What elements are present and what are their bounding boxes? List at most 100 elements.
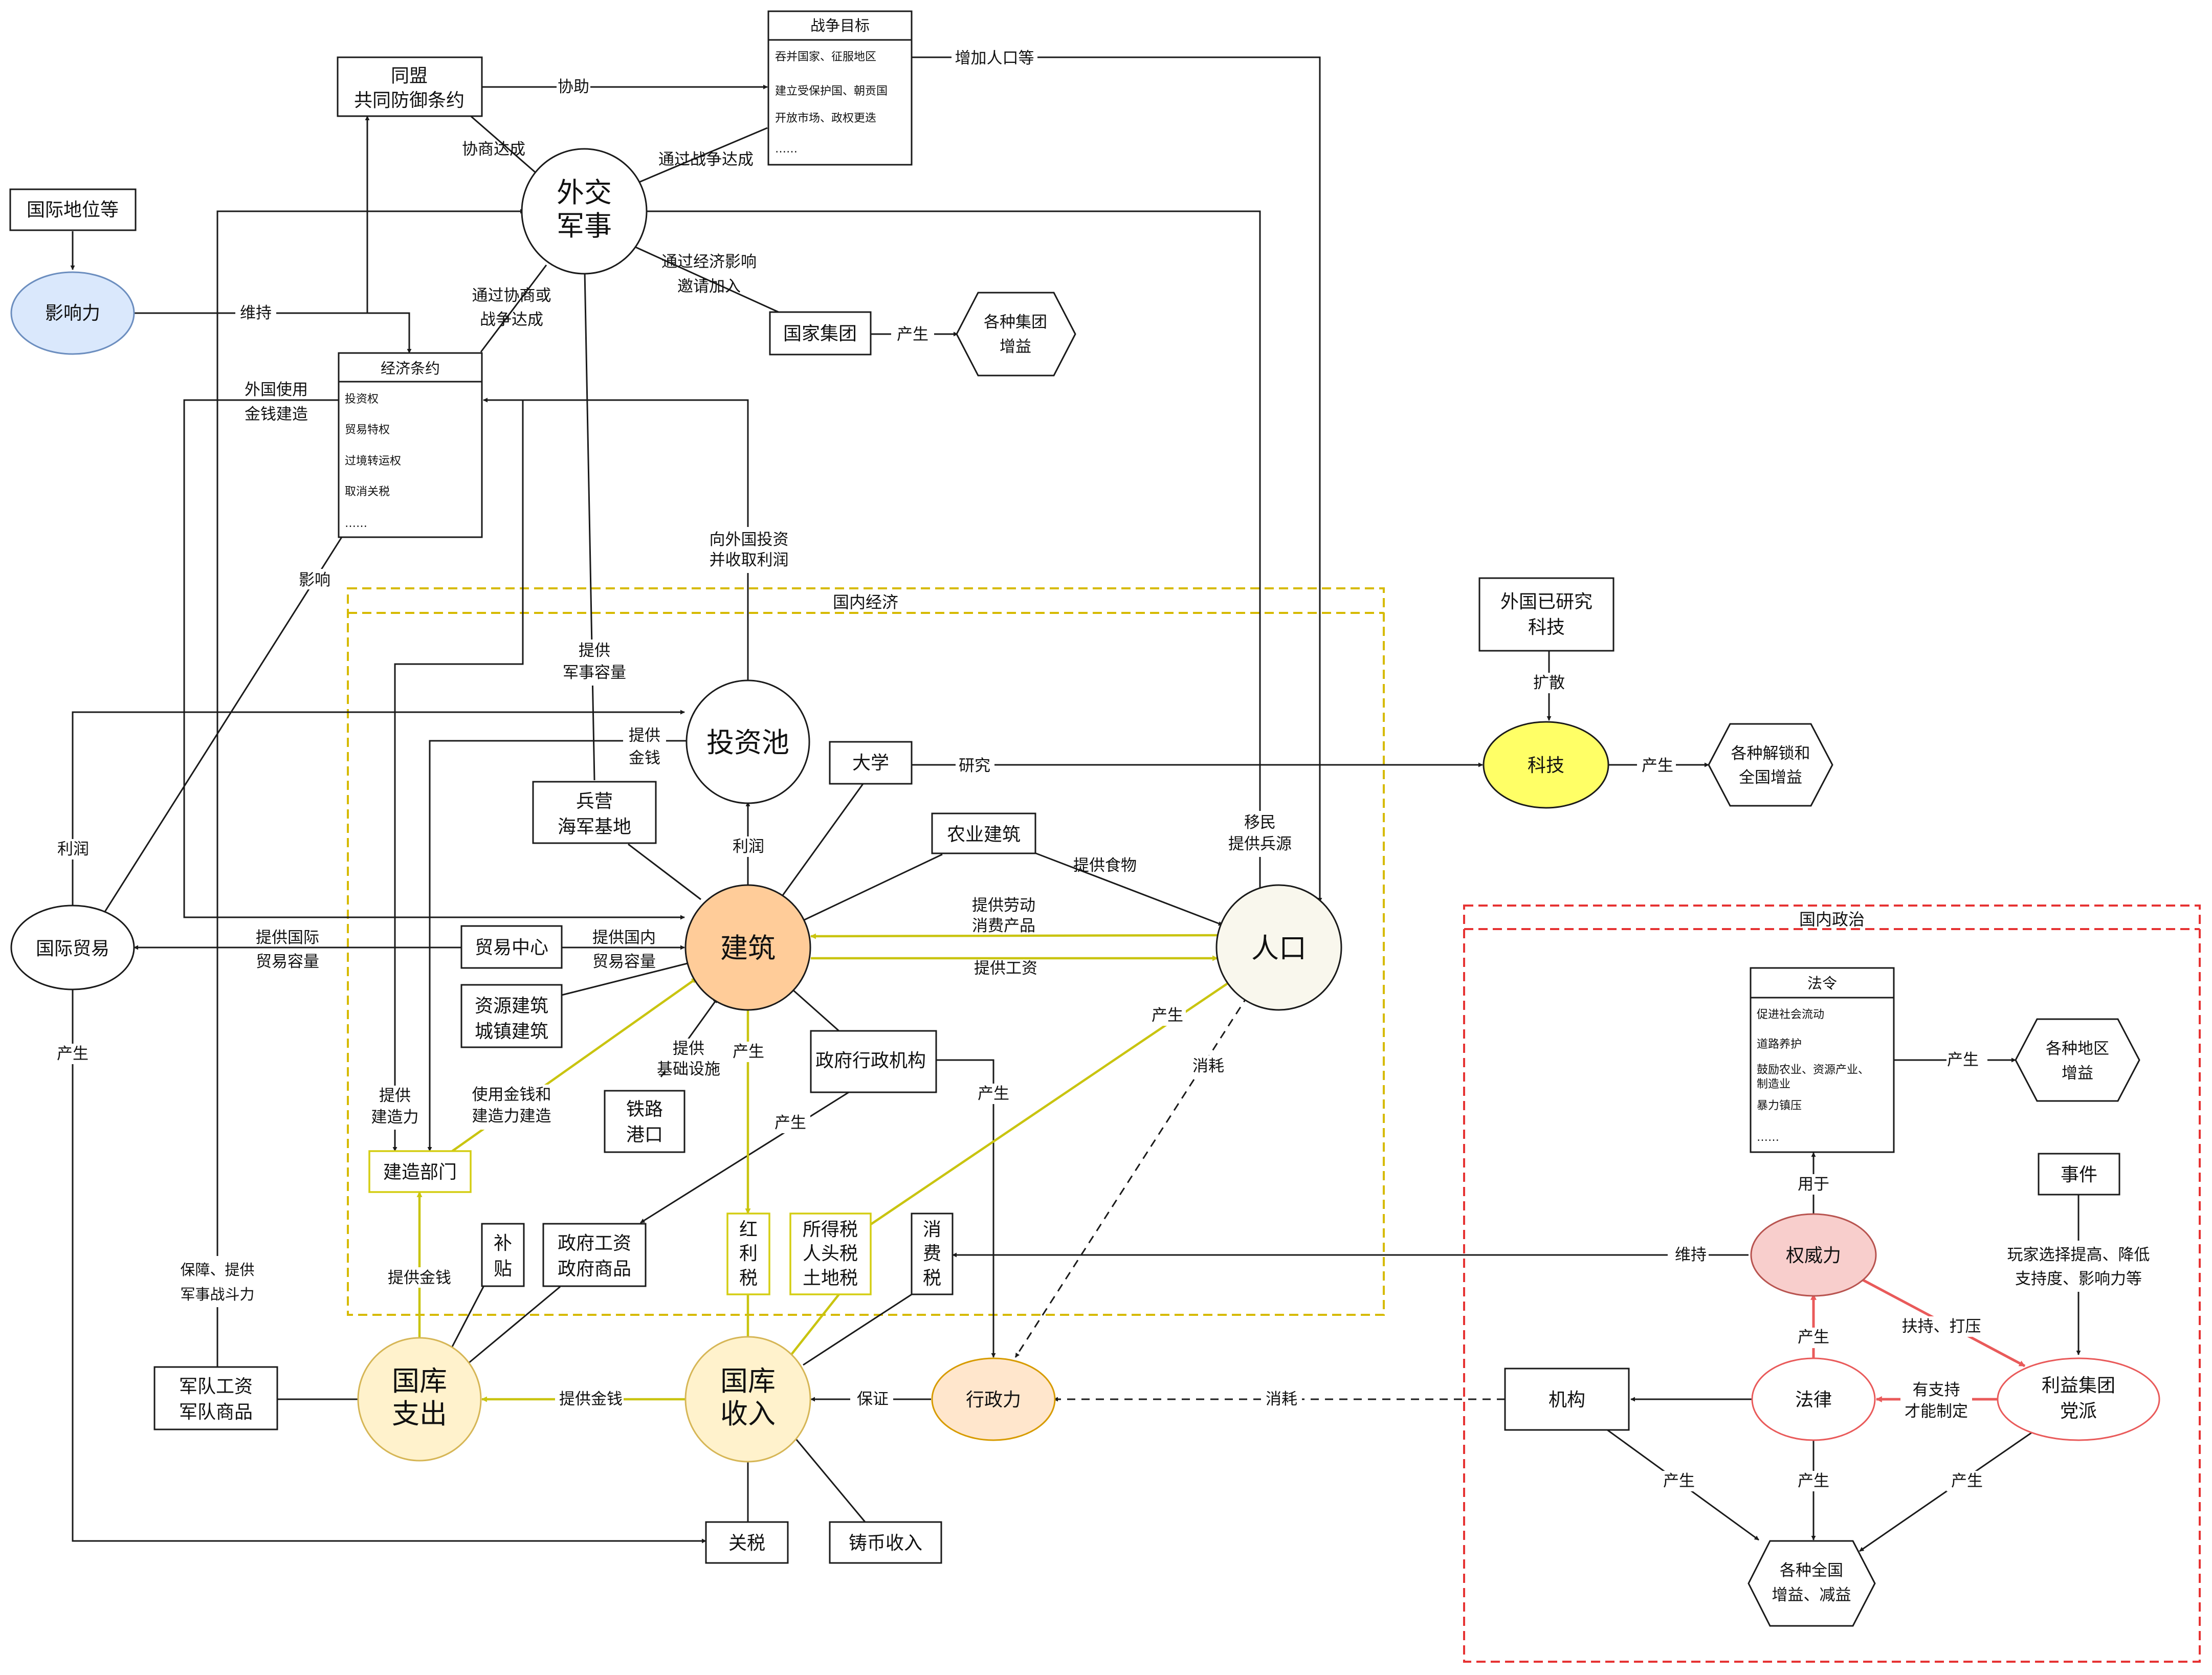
node-zhubi[interactable]: 铸币收入 bbox=[829, 1521, 942, 1564]
svg-text:机构: 机构 bbox=[1549, 1390, 1585, 1410]
edge-label-zhanzheng: 通过战争达成 bbox=[658, 150, 754, 169]
node-maoyi-zhongxin[interactable]: 贸易中心 bbox=[460, 925, 563, 969]
svg-text:共同防御条约: 共同防御条约 bbox=[354, 90, 464, 111]
svg-text:消: 消 bbox=[923, 1219, 941, 1240]
edge-label-xieshang: 协商达成 bbox=[462, 140, 525, 159]
svg-text:政府工资: 政府工资 bbox=[558, 1233, 631, 1254]
node-guojia-jituan[interactable]: 国家集团 bbox=[769, 311, 872, 356]
node-hongli-shui[interactable]: 红 利 税 bbox=[726, 1213, 770, 1295]
edge-label-jingji-1: 通过经济影响 bbox=[661, 253, 757, 271]
faling-item: 制造业 bbox=[1757, 1078, 1790, 1091]
node-quanweili[interactable]: 权威力 bbox=[1750, 1213, 1877, 1297]
svg-text:兵营: 兵营 bbox=[576, 791, 613, 812]
edge-label-weichi: 维持 bbox=[240, 304, 272, 322]
svg-text:大学: 大学 bbox=[852, 753, 889, 774]
node-jundui[interactable]: 军队工资 军队商品 bbox=[153, 1366, 278, 1430]
node-zhanzheng-mubiao[interactable]: 战争目标 吞并国家、征服地区 建立受保护国、朝贡国 开放市场、政权更迭 …… bbox=[767, 10, 913, 166]
svg-text:各种地区: 各种地区 bbox=[2046, 1040, 2109, 1058]
node-jigou[interactable]: 机构 bbox=[1504, 1368, 1630, 1431]
edge-label-tongguo-xieshang-1: 通过协商或 bbox=[472, 286, 551, 305]
edge-label-xiezhu: 协助 bbox=[558, 78, 589, 96]
node-guoji-maoyi[interactable]: 国际贸易 bbox=[10, 905, 135, 990]
node-zhengfu-gongzi[interactable]: 政府工资 政府商品 bbox=[542, 1223, 647, 1287]
node-jituan-zengyi[interactable]: 各种集团 增益 bbox=[956, 292, 1076, 377]
node-nongye[interactable]: 农业建筑 bbox=[931, 812, 1036, 854]
node-tielu[interactable]: 铁路 港口 bbox=[604, 1090, 685, 1153]
jingji-item: 过境转运权 bbox=[345, 455, 401, 468]
svg-text:军事: 军事 bbox=[557, 210, 612, 242]
zone-domestic-economy: 国内经济 bbox=[347, 587, 1385, 1316]
svg-text:科技: 科技 bbox=[1528, 617, 1565, 638]
node-jianzao-bumen[interactable]: 建造部门 bbox=[368, 1150, 472, 1193]
edge-label-jinqian-2: 金钱 bbox=[629, 749, 660, 767]
svg-text:投资池: 投资池 bbox=[706, 726, 789, 759]
svg-text:铸币收入: 铸币收入 bbox=[849, 1533, 922, 1554]
edge-label-shiyong-2: 建造力建造 bbox=[472, 1107, 551, 1126]
svg-text:支出: 支出 bbox=[392, 1398, 447, 1430]
node-touzichi[interactable]: 投资池 bbox=[685, 679, 810, 804]
node-xingzhengli[interactable]: 行政力 bbox=[931, 1357, 1056, 1441]
node-faling[interactable]: 法令 促进社会流动 道路养护 鼓励农业、资源产业、 制造业 暴力镇压 …… bbox=[1750, 967, 1895, 1153]
node-renkou[interactable]: 人口 bbox=[1215, 884, 1342, 1011]
node-ziyuan-jianzhu[interactable]: 资源建筑 城镇建筑 bbox=[460, 984, 563, 1048]
node-waiguo-keji[interactable]: 外国已研究 科技 bbox=[1478, 577, 1614, 652]
node-diqu-zengyi[interactable]: 各种地区 增益 bbox=[2015, 1018, 2140, 1102]
edge-label-waiguo-1: 外国使用 bbox=[245, 381, 308, 399]
zone-domestic-politics: 国内政治 bbox=[1463, 905, 2201, 1663]
edge-label-tigong-jinqian-zhichu: 提供金钱 bbox=[388, 1269, 451, 1287]
node-falv[interactable]: 法律 bbox=[1751, 1357, 1876, 1441]
svg-text:人口: 人口 bbox=[1251, 932, 1307, 964]
node-guoku-zhichu[interactable]: 国库 支出 bbox=[357, 1337, 482, 1462]
edge-label-lirun-building: 利润 bbox=[733, 838, 764, 856]
node-suodeshui[interactable]: 所得税 人头税 土地税 bbox=[789, 1213, 872, 1295]
node-zhengfu-jigou[interactable]: 政府行政机构 bbox=[810, 1030, 937, 1093]
svg-text:红: 红 bbox=[739, 1219, 758, 1240]
svg-text:补: 补 bbox=[494, 1233, 512, 1254]
svg-text:海军基地: 海军基地 bbox=[558, 817, 631, 838]
edge-label-chansheng-jituan: 产生 bbox=[897, 325, 928, 344]
edge-label-baozheng: 保证 bbox=[857, 1390, 889, 1408]
svg-text:权威力: 权威力 bbox=[1786, 1245, 1841, 1266]
edge-label-jingji-2: 邀请加入 bbox=[677, 277, 741, 296]
edge-label-chansheng-jigou: 产生 bbox=[1663, 1472, 1695, 1490]
node-keji[interactable]: 科技 bbox=[1483, 721, 1609, 809]
svg-text:科技: 科技 bbox=[1528, 755, 1564, 776]
svg-text:铁路: 铁路 bbox=[626, 1099, 663, 1120]
node-liyi-jituan[interactable]: 利益集团 党派 bbox=[1997, 1357, 2160, 1441]
zhanzheng-item: 开放市场、政权更迭 bbox=[775, 112, 876, 125]
node-yingxiangli[interactable]: 影响力 bbox=[10, 271, 135, 355]
edge-label-jianzaoli-1: 提供 bbox=[379, 1087, 411, 1105]
edge-label-wanjia-1: 玩家选择提高、降低 bbox=[2007, 1246, 2150, 1264]
node-quanguo-zengyi[interactable]: 各种全国 增益、减益 bbox=[1748, 1540, 1876, 1627]
edge-label-chansheng-renkou: 产生 bbox=[1152, 1006, 1183, 1025]
svg-text:城镇建筑: 城镇建筑 bbox=[475, 1021, 548, 1042]
edge-label-junshi-1: 提供 bbox=[579, 642, 610, 660]
node-guoku-shouru[interactable]: 国库 收入 bbox=[684, 1336, 811, 1463]
node-shijian[interactable]: 事件 bbox=[2038, 1153, 2120, 1196]
edge-labels: 协助 增加人口等 协商达成 通过战争达成 维持 通过协商或 战争达成 通过经济影… bbox=[51, 47, 2157, 1491]
node-jianzhu[interactable]: 建筑 bbox=[684, 884, 811, 1011]
zhanzheng-title: 战争目标 bbox=[810, 17, 870, 34]
edge-label-baozhang-2: 军事战斗力 bbox=[180, 1286, 254, 1303]
edge-label-wanjia-2: 支持度、影响力等 bbox=[2015, 1270, 2142, 1288]
node-xiaofeishui[interactable]: 消 费 税 bbox=[911, 1213, 954, 1295]
svg-text:建筑: 建筑 bbox=[720, 932, 776, 964]
node-butie[interactable]: 补 贴 bbox=[481, 1223, 525, 1287]
node-guanshui[interactable]: 关税 bbox=[705, 1521, 789, 1564]
node-daxue[interactable]: 大学 bbox=[829, 741, 913, 785]
svg-text:各种全国: 各种全国 bbox=[1780, 1561, 1843, 1580]
node-jingji-tiaoyue[interactable]: 经济条约 投资权 贸易特权 过境转运权 取消关税 …… bbox=[338, 352, 483, 538]
node-waijiao-junshi[interactable]: 外交 军事 bbox=[521, 148, 648, 275]
node-jiesuo-zengyi[interactable]: 各种解锁和 全国增益 bbox=[1708, 723, 1833, 807]
edge-label-xiangwaiguo-1: 向外国投资 bbox=[710, 531, 789, 549]
edge-label-yingxiang: 影响 bbox=[299, 571, 330, 589]
node-bingying[interactable]: 兵营 海军基地 bbox=[532, 781, 657, 844]
node-guoji-diwei[interactable]: 国际地位等 bbox=[9, 188, 137, 231]
jingji-title: 经济条约 bbox=[381, 360, 440, 377]
edge-label-baozhang-1: 保障、提供 bbox=[180, 1261, 254, 1279]
node-tongmeng[interactable]: 同盟 共同防御条约 bbox=[337, 56, 483, 117]
svg-text:党派: 党派 bbox=[2060, 1401, 2097, 1422]
edge-label-guoji-1: 提供国际 bbox=[256, 929, 319, 947]
edge-label-chansheng-hongli: 产生 bbox=[733, 1043, 764, 1061]
